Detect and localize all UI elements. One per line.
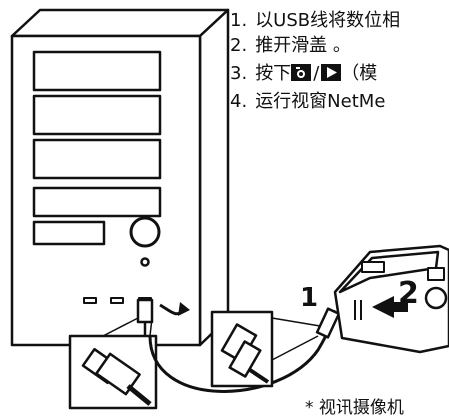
step-2-number: 2. — [230, 35, 248, 56]
step-3: 3. 按下 / （模 — [230, 63, 377, 85]
step-1-number: 1. — [230, 10, 248, 31]
step-3-text-before: 按下 — [255, 63, 292, 84]
step-3-text-after: （模 — [341, 63, 378, 84]
step-2-text: 推开滑盖 。 — [255, 35, 351, 56]
play-mode-icon — [321, 64, 342, 81]
usb-plug-icon — [136, 298, 154, 336]
step-1-text: 以USB线将数位相 — [255, 10, 401, 31]
camera-mode-icon — [291, 64, 312, 81]
step-3-number: 3. — [230, 63, 248, 84]
callout-2: 2 — [398, 276, 419, 311]
step-4-number: 4. — [230, 91, 248, 112]
computer-tower-icon — [10, 8, 230, 347]
footnote: * 视讯摄像机 — [305, 398, 404, 418]
step-4-text: 运行视窗NetMe — [255, 91, 386, 112]
step-4: 4. 运行视窗NetMe — [230, 91, 385, 113]
step-2: 2. 推开滑盖 。 — [230, 35, 351, 57]
step-1: 1. 以USB线将数位相 — [230, 10, 400, 32]
callout-1: 1 — [300, 283, 319, 313]
mode-separator: / — [313, 63, 320, 84]
